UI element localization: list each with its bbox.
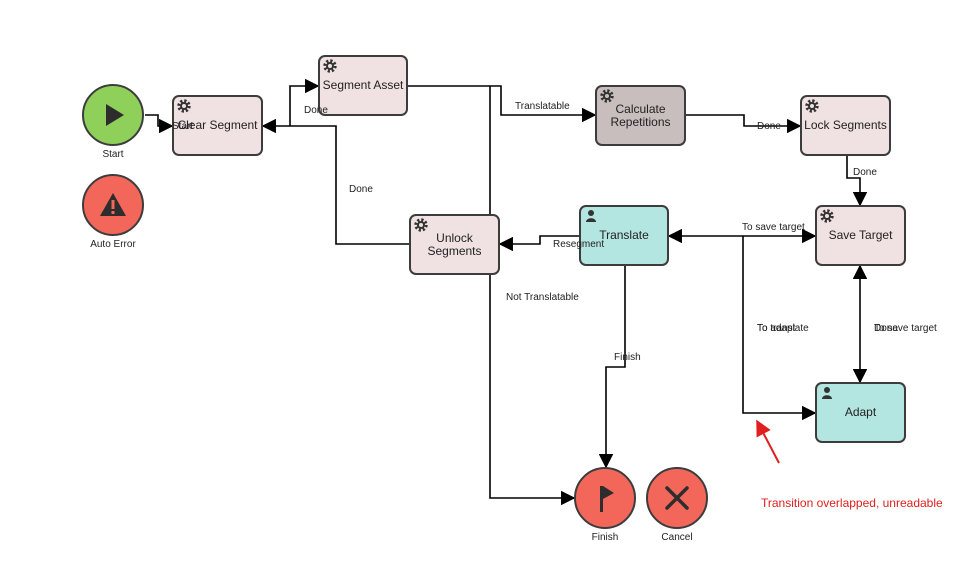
edge-label-translatable: Translatable [515, 101, 570, 112]
annotation-arrow [756, 419, 780, 464]
edge-label-to-adapt: To adapt [757, 323, 796, 334]
finish-caption: Finish [591, 532, 619, 543]
play-icon [106, 104, 124, 126]
task-label: Unlock Segments [427, 230, 482, 258]
flag-icon [600, 486, 614, 512]
close-icon [665, 486, 689, 510]
finish-event[interactable] [574, 467, 636, 529]
gear-icon [820, 209, 834, 223]
edge-label-to-save-target: To save target [874, 323, 937, 334]
task-label: Translate [599, 228, 649, 242]
task-unlock-segments[interactable]: Unlock Segments [409, 214, 500, 275]
start-event[interactable] [82, 84, 144, 146]
auto-error-caption: Auto Error [90, 239, 136, 250]
edge-label-start: Start [172, 121, 194, 132]
task-segment-asset[interactable]: Segment Asset [318, 55, 408, 116]
edge-label-to-translate: To translate [757, 323, 809, 334]
edge-unlock-to-clear-segment[interactable] [261, 118, 409, 245]
task-label: Clear Segment [177, 118, 258, 132]
cancel-caption: Cancel [661, 532, 693, 543]
gear-icon [323, 59, 337, 73]
task-label: Segment Asset [322, 78, 404, 92]
edge-lock-segments-to-save-target[interactable] [846, 156, 868, 207]
edge-translate-to-unlock[interactable] [498, 235, 579, 252]
edge-label-done: Done [304, 105, 328, 116]
edge-label-done: Done [874, 323, 898, 334]
edge-label-finish: Finish [614, 352, 641, 363]
edge-segment-asset-to-calculate-repetitions[interactable] [408, 85, 597, 123]
task-label: Adapt [844, 405, 877, 419]
task-label: Lock Segments [804, 118, 887, 132]
edge-translate-to-adapt[interactable] [742, 236, 817, 421]
task-translate[interactable]: Translate [579, 205, 669, 266]
auto-error-event[interactable] [82, 174, 144, 236]
edge-start-to-clear-segment[interactable] [145, 114, 174, 134]
cancel-event[interactable] [646, 467, 708, 529]
gear-icon [177, 99, 191, 113]
edge-label-not-translatable: Not Translatable [506, 292, 579, 303]
edge-clear-segment-to-segment-asset[interactable] [289, 78, 320, 126]
edge-translate-to-finish[interactable] [598, 266, 626, 469]
start-caption: Start [102, 149, 124, 160]
task-adapt[interactable]: Adapt [815, 382, 906, 443]
gear-icon [414, 218, 428, 232]
annotation-note: Transition overlapped, unreadable [761, 496, 943, 510]
edge-label-done: Done [349, 184, 373, 195]
gear-icon [805, 99, 819, 113]
user-icon [586, 210, 596, 222]
edge-label-resegment: Resegment [553, 239, 605, 250]
task-save-target[interactable]: Save Target [815, 205, 906, 266]
task-lock-segments[interactable]: Lock Segments [800, 95, 891, 156]
task-calculate-repetitions[interactable]: Calculate Repetitions [595, 85, 686, 146]
gear-icon [600, 89, 614, 103]
edge-label-to-save-target: To save target [742, 222, 805, 233]
edge-label-done: Done [853, 167, 877, 178]
task-label: Save Target [828, 228, 893, 242]
edge-calculate-repetitions-to-lock-segments[interactable] [686, 114, 802, 134]
warning-icon [100, 193, 126, 216]
user-icon [822, 387, 832, 399]
edge-label-done: Done [757, 121, 781, 132]
task-clear-segment[interactable]: Clear Segment [172, 95, 263, 156]
task-label: Calculate Repetitions [610, 101, 671, 129]
